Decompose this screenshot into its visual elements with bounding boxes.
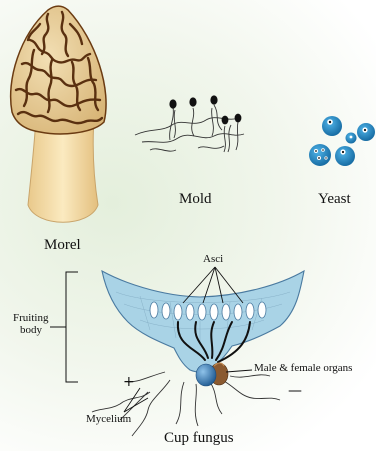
morel-cap bbox=[11, 6, 106, 134]
mold-label: Mold bbox=[179, 192, 212, 207]
yeast-illustration bbox=[309, 116, 375, 166]
male-organ bbox=[196, 364, 216, 386]
male-female-organs-label: Male & female organs bbox=[254, 363, 352, 374]
cup-fungus-illustration bbox=[50, 267, 304, 436]
minus-sign: — bbox=[288, 384, 302, 398]
asci-label: Asci bbox=[203, 254, 223, 265]
fruiting-body-bracket bbox=[66, 272, 78, 382]
morel-label: Morel bbox=[44, 238, 81, 253]
fruiting-body-label-line2: body bbox=[20, 325, 42, 336]
mycelium-label: Mycelium bbox=[86, 414, 131, 425]
mycelium-threads bbox=[92, 372, 280, 436]
yeast-label: Yeast bbox=[318, 192, 351, 207]
mold-illustration bbox=[135, 105, 244, 152]
cup-fungus-label: Cup fungus bbox=[164, 431, 234, 446]
plus-sign: + bbox=[123, 375, 135, 389]
fruiting-body-label-line1: Fruiting bbox=[13, 313, 48, 324]
morel-illustration bbox=[11, 6, 106, 222]
